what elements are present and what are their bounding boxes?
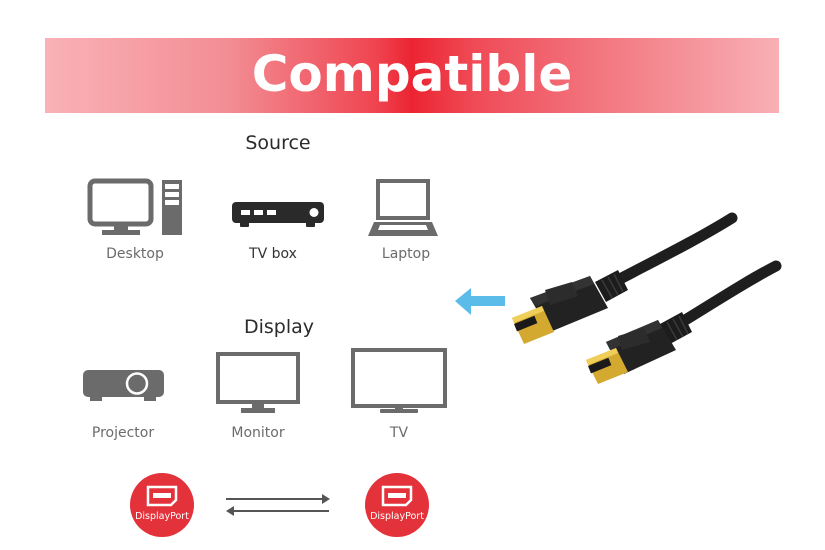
projector-icon — [83, 370, 164, 401]
desktop-computer-icon — [87, 178, 182, 235]
laptop-icon — [368, 179, 438, 236]
displayport-left-badge: DisplayPort — [130, 473, 194, 537]
tv-box-icon — [232, 202, 324, 227]
displayport-icon — [381, 485, 413, 507]
source-item-desktop-label: Desktop — [106, 246, 164, 262]
display-item-tv-label: TV — [389, 425, 409, 441]
direction-arrow-left-icon — [455, 288, 505, 315]
displayport-left-label: DisplayPort — [135, 511, 189, 522]
source-item-laptop-label: Laptop — [381, 246, 431, 262]
source-item-tvbox-label: TV box — [249, 246, 297, 262]
source-heading: Source — [245, 132, 311, 154]
display-heading: Display — [243, 316, 315, 338]
tv-icon — [351, 348, 447, 413]
monitor-icon — [216, 352, 300, 413]
displayport-right-label: DisplayPort — [370, 511, 424, 522]
displayport-icon — [146, 485, 178, 507]
display-item-projector-label: Projector — [91, 425, 155, 441]
displayport-right-badge: DisplayPort — [365, 473, 429, 537]
display-item-monitor-label: Monitor — [231, 425, 285, 441]
title-banner: Compatible — [45, 38, 779, 113]
banner-title: Compatible — [251, 45, 573, 103]
displayport-cable-image — [512, 212, 782, 384]
bidirectional-arrows-icon — [226, 494, 330, 516]
